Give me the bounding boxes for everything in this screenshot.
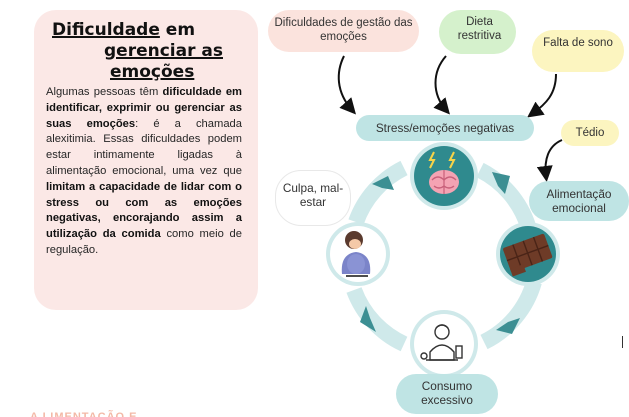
pill-tedio: Tédio [561,120,619,146]
arrow-gestao-to-stress [337,55,356,115]
arrow-tedio-to-alimentacao [536,139,563,182]
title-word-em: em [159,20,196,40]
node-culpa [326,222,390,286]
title-word-emocoes: emoções [110,62,195,82]
cycle-ring [346,160,542,352]
title-word-as: as [195,41,223,61]
pill-alimentacao-emocional: Alimentação emocional [529,181,629,221]
pill-dieta-restritiva: Dieta restritiva [439,10,516,54]
pill-dificuldades-gestao: Dificuldades de gestão das emoções [268,10,419,52]
pill-falta-de-sono: Falta de sono [532,30,624,72]
node-consumo [410,310,478,378]
pill-stress-emocoes-negativas: Stress/emoções negativas [356,115,534,141]
title-word-dificuldade: Dificuldade [52,20,160,40]
text-cursor [622,336,623,348]
body-segment: : é a chamada alexitimia. Essas dificuld… [46,117,242,177]
card-body-text: Algumas pessoas têm dificuldade em ident… [46,85,246,259]
pill-consumo-excessivo: Consumo excessivo [396,374,498,414]
info-card: Dificuldade em gerenciar as emoções Algu… [34,10,258,310]
node-alimentacao [496,222,560,286]
body-segment: como meio de regulação. [46,228,242,256]
card-title: Dificuldade em gerenciar as emoções [46,20,246,83]
body-segment-bold: dificuldade em identificar, exprimir ou … [46,86,242,130]
brain-stress-icon [428,151,459,194]
footer-fragment: A LIMENTAÇÃO E [30,411,138,417]
body-segment: Algumas pessoas têm [46,86,163,98]
arrow-sono-to-stress [527,73,557,118]
sad-person-icon [341,231,371,277]
body-segment-bold: limitam a capacidade de lidar com o stre… [46,180,242,241]
arrow-dieta-to-stress [433,55,450,115]
overeating-person-icon [420,324,463,361]
chocolate-bar-icon [503,233,553,277]
node-stress [410,142,478,210]
title-word-gerenciar: gerenciar [104,41,196,61]
pill-culpa-mal-estar: Culpa, mal-estar [275,170,351,226]
